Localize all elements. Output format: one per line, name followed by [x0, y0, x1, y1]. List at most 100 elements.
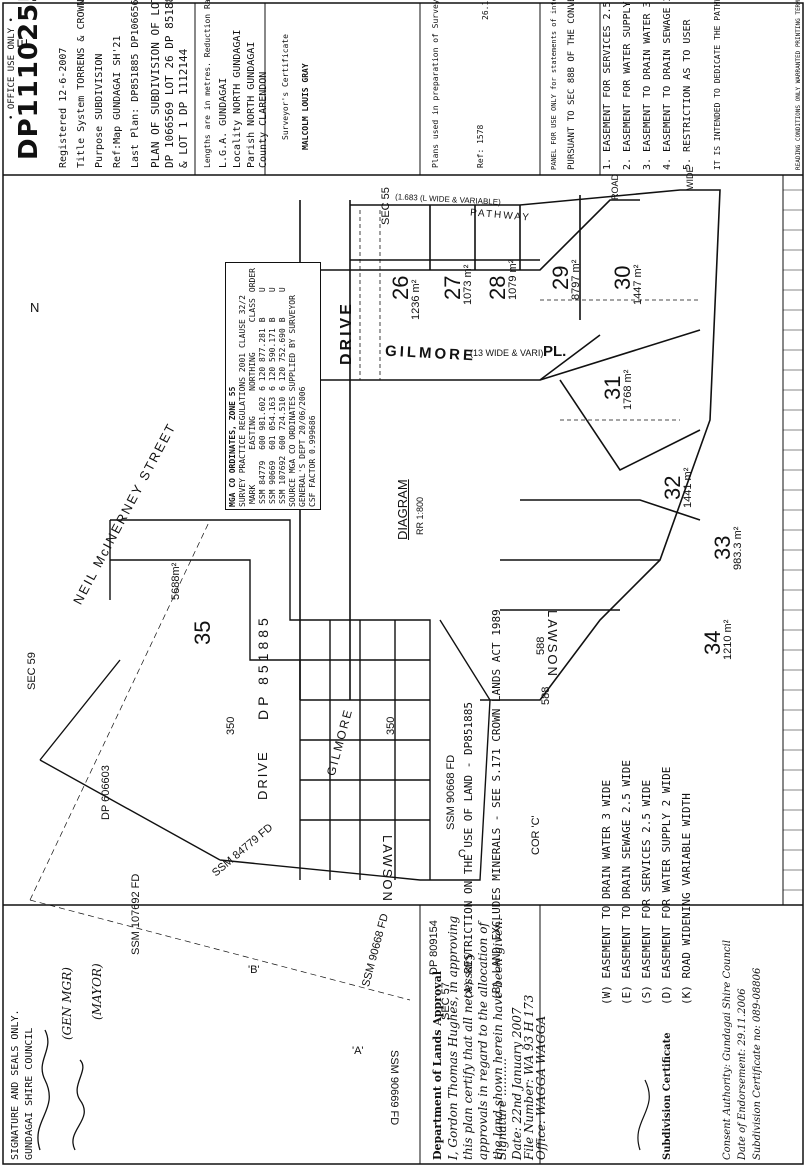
road-label-lawson-upper: LAWSON — [545, 610, 560, 678]
easement-5: (K) ROAD WIDENING VARIABLE WIDTH — [680, 793, 693, 1005]
diagram-label: DIAGRAM — [395, 479, 410, 540]
mga-cell: SSM 107692 — [278, 455, 287, 504]
mark-ssm-90668-upper: SSM 90668 FD — [445, 754, 457, 830]
sig-gm: (GEN MGR) — [60, 967, 74, 1040]
mga-cell: U — [258, 287, 267, 293]
mga-cell: U — [268, 287, 277, 293]
corner-c: C — [458, 848, 466, 860]
lot-29-area: 8797 m² — [570, 259, 582, 300]
lot-31-area: 1768 m² — [622, 369, 634, 410]
plan-number: DP1110255 — [14, 0, 44, 160]
road-label-drive-upper: DRIVE — [338, 301, 355, 365]
sig-mayor: (MAYOR) — [90, 963, 104, 1020]
purpose-line: Purpose SUBDIVISION — [94, 53, 105, 168]
label-dp-606603: DP 606603 — [100, 765, 112, 820]
date-stamp: 26.1.2012 — [480, 0, 492, 20]
subdivision-cert-no: Subdivision Certificate no: 089-08806 — [752, 967, 763, 1160]
subdivision-date: Date of Endorsement: 29.11.2006 — [737, 988, 748, 1160]
lot-34-area: 1210 m² — [722, 619, 734, 660]
locality-line: Locality NORTH GUNDAGAI — [232, 29, 243, 168]
mga-cell: 600 981.602 — [258, 396, 267, 450]
reading-conditions: READING CONDITIONS ONLY WARRANTED PRINTI… — [795, 0, 802, 170]
plan-title-1: PLAN OF SUBDIVISION OF LOT 100 — [149, 0, 162, 168]
road-label-lawson-lower: LAWSON — [380, 835, 395, 903]
road-label-top: ROAD — [610, 173, 620, 200]
sig-title: SIGNATURE AND SEALS ONLY. — [10, 1009, 21, 1160]
plans-used: Plans used in preparation of Survey/Comp… — [430, 0, 442, 168]
lga-line: L.G.A. GUNDAGAI — [218, 77, 229, 168]
panel-item-2: 2. EASEMENT FOR WATER SUPPLY 2 WIDE (W) — [622, 0, 633, 170]
lengths-line: Lengths are in metres. Reduction Ratio 1… — [203, 0, 212, 168]
ref-map-line: Ref:Map GUNDAGAI SH'21 — [112, 35, 123, 168]
mga-cell: 600 724.510 — [278, 396, 287, 450]
mga-coordinates-box: MGA CO ORDINATES, ZONE 55 SURVEY PRACTIC… — [225, 262, 321, 510]
mga-cell: B — [278, 317, 287, 323]
lands-title: Department of Lands Approval — [431, 971, 444, 1160]
plan-title-3: & LOT 1 DP 1112144 — [177, 48, 190, 168]
surveyor-name: MALCOLM LOUIS GRAY — [301, 63, 310, 150]
label-350: 350 — [225, 716, 237, 735]
corner-a: 'A' — [352, 1045, 364, 1057]
panel-item-3: 3. EASEMENT TO DRAIN WATER 3 WIDE (D) — [642, 0, 653, 170]
mga-csf: CSF FACTOR 0.999686 — [308, 415, 317, 507]
subdivision-title: Subdivision Certificate — [662, 1032, 673, 1160]
mga-row: SSM 107692 600 724.510 6 120 752.690 B U — [278, 265, 288, 507]
mga-cell: 6 120 877.281 — [258, 328, 267, 391]
mga-cell: B — [258, 317, 267, 323]
mga-cell: SSM 90669 — [268, 460, 277, 504]
label-588: 588 — [540, 686, 552, 705]
ref-number: Ref: 1578 — [476, 124, 485, 168]
road-label-drive-lower: DRIVE — [255, 750, 270, 800]
mga-cell: 601 054.163 — [268, 396, 277, 450]
mga-col-class: CLASS — [248, 298, 257, 323]
mga-table-wrapper: MGA CO ORDINATES, ZONE 55 SURVEY PRACTIC… — [225, 262, 321, 510]
mga-col-mark: MARK — [248, 484, 257, 504]
lot-33-area: 983.3 m² — [732, 526, 744, 570]
panel-pursuant: PURSUANT TO SEC 88B OF THE CONVEYANCING … — [566, 0, 578, 170]
lot-30-area: 1447 m² — [632, 264, 644, 305]
label-588-lower: 588 — [535, 636, 547, 655]
road-gilmore-width: (13 WIDE & VARI) — [470, 348, 544, 358]
mga-cell: B — [268, 317, 277, 323]
easement-3: (S) EASEMENT FOR SERVICES 2.5 WIDE — [640, 779, 653, 1005]
north-arrow-label: N — [30, 300, 40, 315]
wide-label: WIDE — [685, 166, 695, 191]
mga-col-easting: EASTING — [248, 416, 257, 450]
easement-1: (W) EASEMENT TO DRAIN WATER 3 WIDE — [600, 779, 613, 1005]
label-cor-c: COR 'C' — [530, 815, 542, 855]
label-350-lower: 350 — [385, 716, 397, 735]
road-label-pl: PL. — [543, 343, 567, 360]
panel-item-4: 4. EASEMENT TO DRAIN SEWAGE 2.5 WIDE (E) — [662, 0, 673, 170]
panel-heading: PANEL FOR USE ONLY for statements of int… — [548, 0, 560, 170]
subdivision-consent: Consent Authority: Gundagai Shire Counci… — [722, 939, 733, 1160]
office-use-label: • OFFICE USE ONLY • — [7, 17, 17, 120]
panel-item-1: 1. EASEMENT FOR SERVICES 2.5 WIDE (S) — [602, 0, 613, 170]
mga-col-order: ORDER — [248, 268, 257, 293]
mark-ssm-90669: SSM 90669 FD — [388, 1050, 400, 1126]
panel-dedicate: IT IS INTENDED TO DEDICATE THE PATHWAY 1… — [712, 0, 724, 170]
mga-cell: 6 120 590.171 — [268, 328, 277, 391]
mga-cell: U — [278, 287, 287, 293]
easement-2: (E) EASEMENT TO DRAIN SEWAGE 2.5 WIDE — [620, 759, 633, 1005]
surveyor-heading: Surveyor's Certificate — [281, 34, 290, 140]
mga-source: SOURCE MGA CO ORDINATES SUPPLIED BY SURV… — [288, 295, 297, 507]
mga-cell: SSM 84779 — [258, 460, 267, 504]
label-dp-851885: DP 851885 — [255, 614, 271, 720]
corner-b: 'B' — [248, 964, 260, 976]
parish-line: Parish NORTH GUNDAGAI — [246, 41, 257, 168]
mga-row: SSM 90669 601 054.163 6 120 590.171 B U — [268, 265, 278, 507]
mga-col-northing: NORTHING — [248, 352, 257, 391]
lands-signature: Signature .......... — [495, 1058, 509, 1160]
lot-35-number: 35 — [190, 620, 215, 645]
registered-line: Registered 12-6-2007 — [58, 47, 69, 168]
county-line: County CLARENDON — [258, 71, 269, 168]
label-dp-809154: DP 809154 — [428, 920, 440, 975]
mga-row: SSM 84779 600 981.602 6 120 877.281 B U — [258, 265, 268, 507]
lot-27-area: 1073 m² — [462, 264, 474, 305]
lot-32-area: 1441 m² — [682, 467, 694, 508]
label-sec-59: SEC 59 — [26, 652, 38, 690]
mga-header-row: MARK EASTING NORTHING CLASS ORDER — [248, 265, 258, 507]
easement-4: (D) EASEMENT FOR WATER SUPPLY 2 WIDE — [660, 766, 673, 1005]
panel-item-5: 5. RESTRICTION AS TO USER — [682, 19, 693, 170]
lot-28-area: 1079 m² — [507, 259, 519, 300]
